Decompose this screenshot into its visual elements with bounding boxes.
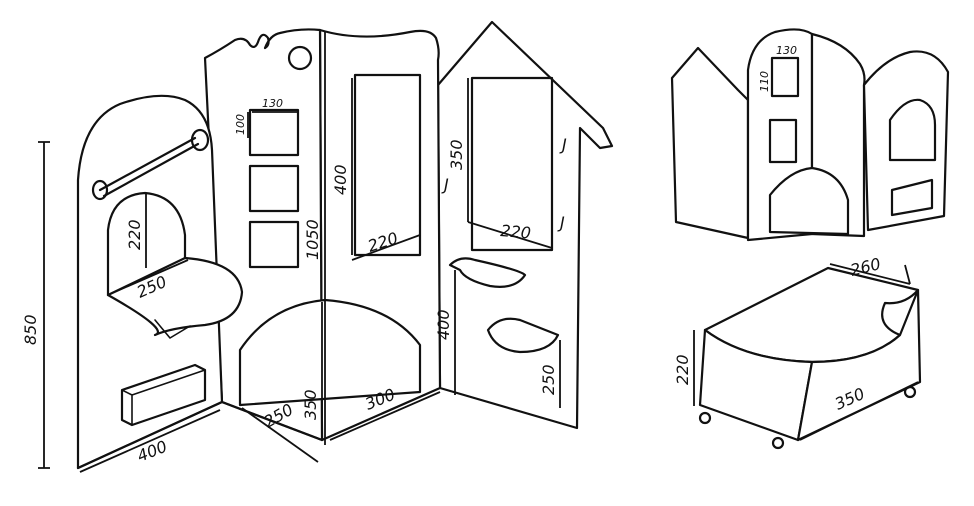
dim-1050: 1050	[303, 219, 322, 260]
shelf-support	[154, 319, 191, 339]
towel-bar	[98, 136, 200, 198]
small-arch-window-right	[888, 98, 937, 162]
dim-400-window: 400	[331, 164, 350, 195]
dim-220-arch: 220	[125, 219, 144, 250]
small-arch-door	[768, 166, 850, 236]
dim-850: 850	[21, 314, 40, 345]
right-panel	[436, 20, 614, 430]
dim-250-right: 250	[539, 364, 558, 395]
wheel-2	[771, 436, 785, 450]
wheel-3	[903, 385, 917, 399]
dim-220-right-window: 220	[500, 221, 532, 243]
box-left-top	[121, 369, 206, 426]
shelf-right-top	[448, 257, 527, 288]
wheeled-box: 260 220 350	[673, 254, 922, 450]
dim-130: 130	[262, 97, 283, 110]
small-window-1	[248, 108, 300, 157]
dim-line-300-base	[329, 391, 441, 441]
dim-line-250-shelf	[109, 259, 189, 295]
j-label-left: J	[441, 175, 449, 194]
small-dim-110: 110	[758, 71, 771, 92]
dim-400-right: 400	[434, 309, 453, 340]
dim-100: 100	[234, 114, 247, 135]
dim-line-220-right	[467, 221, 553, 249]
dim-line-400-base	[79, 409, 221, 473]
small-window-middle	[768, 118, 798, 164]
towel-bar-left-mount	[91, 179, 109, 201]
box-side	[796, 288, 922, 442]
box-dim-line-350	[799, 381, 919, 441]
dim-350-arch: 350	[301, 389, 320, 420]
small-dim-130: 130	[776, 44, 797, 57]
small-left-panel	[670, 46, 750, 240]
towel-bar-right-mount	[190, 128, 210, 152]
tall-window-right	[470, 76, 554, 252]
small-window-2	[248, 164, 300, 213]
box-left	[120, 363, 207, 427]
dim-350-right-window: 350	[447, 139, 466, 170]
shelf-right-bottom	[486, 317, 560, 354]
small-drawer-right	[890, 178, 934, 217]
main-screen: 850 400 220 250 130 100 1050 400 220 350…	[21, 20, 614, 473]
j-label-top: J	[559, 135, 567, 154]
small-window-top	[770, 56, 800, 98]
small-window-3	[248, 220, 300, 269]
dim-line-850	[38, 141, 50, 469]
dim-line-220-window	[351, 234, 421, 261]
box-dim-line-260	[829, 263, 911, 285]
floor-middle	[220, 400, 324, 442]
wheel-1	[698, 411, 712, 425]
dim-line-250-arch	[241, 407, 319, 463]
shelf-left	[106, 256, 244, 337]
j-label-bottom: J	[557, 213, 565, 232]
box-dim-220: 220	[673, 354, 692, 385]
round-window	[287, 45, 313, 71]
small-screen: 130 110	[670, 28, 950, 242]
dim-400-base: 400	[134, 437, 169, 466]
floor-left	[76, 400, 224, 470]
tall-window-middle	[353, 73, 422, 257]
